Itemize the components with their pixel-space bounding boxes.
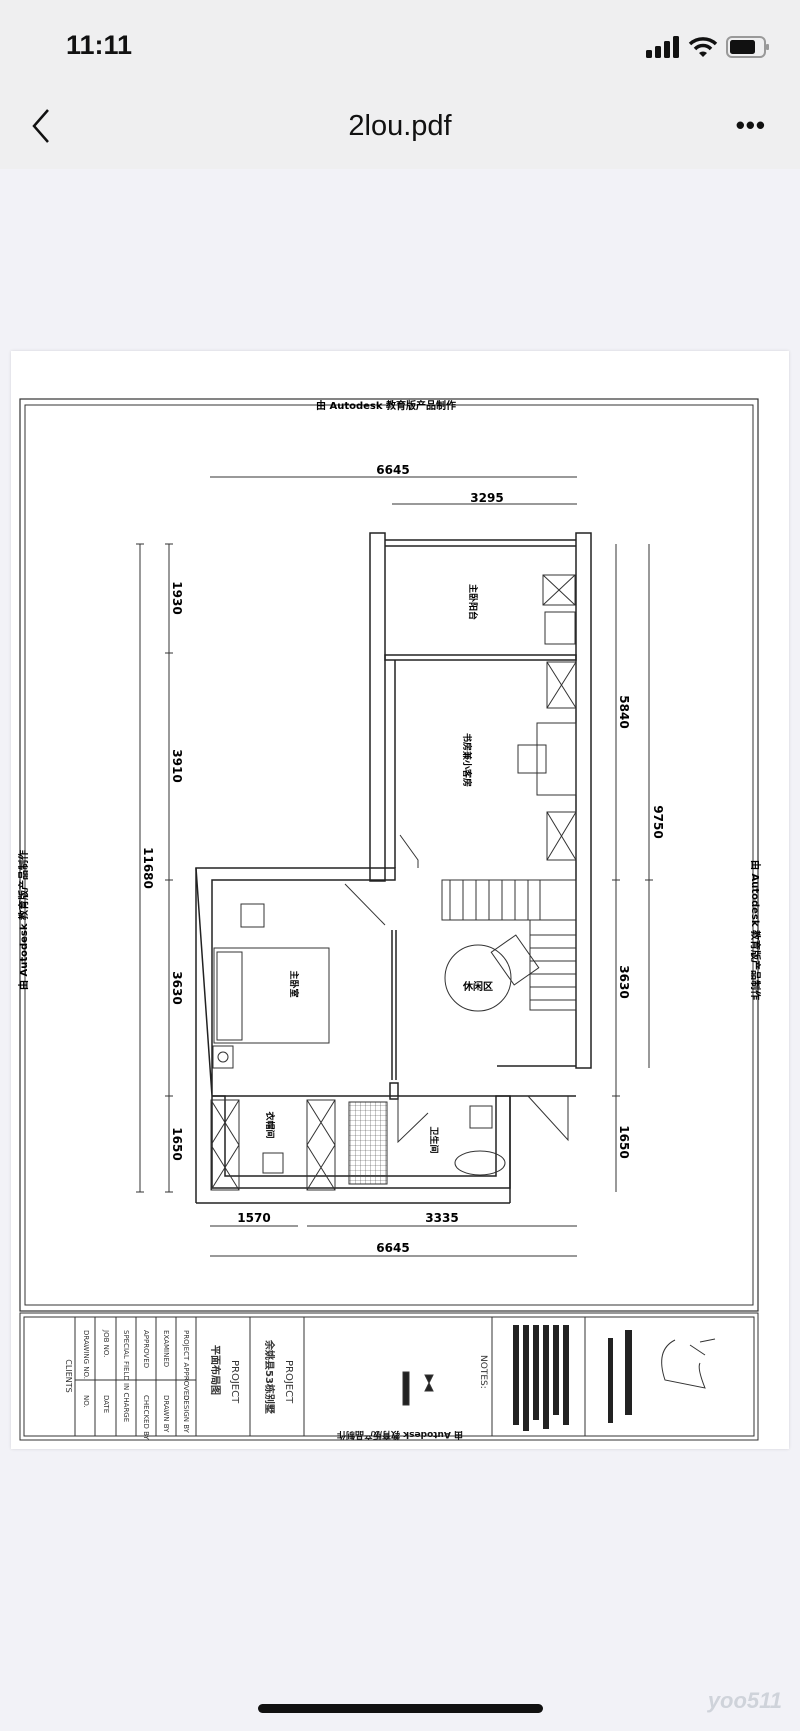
document-title: 2lou.pdf — [348, 110, 452, 142]
tb-drawing-no: DRAWING NO. — [82, 1330, 90, 1379]
status-time: 11:11 — [66, 30, 133, 60]
home-indicator[interactable] — [258, 1704, 543, 1713]
more-options-button[interactable]: ••• — [735, 110, 766, 140]
dim-right-1: 5840 — [617, 695, 631, 728]
tb-job-no: JOB NO. — [102, 1329, 110, 1357]
watermark-bottom: 由 Autodesk 教育版产品制作 — [337, 1429, 463, 1441]
tb-project1-name: 平面布局图 — [209, 1345, 222, 1395]
room-label-study: 书房兼小客房 — [461, 733, 473, 787]
tb-drawn: DRAWN BY — [162, 1395, 170, 1433]
drawing-frame-outer — [19, 398, 759, 1312]
dim-left-total: 11680 — [141, 847, 155, 889]
battery-icon — [726, 36, 769, 58]
tb-design: DESIGN BY — [182, 1395, 190, 1434]
pdf-page[interactable]: 由 Autodesk 教育版产品制作 由 Autodesk 教育版产品制作 由 … — [11, 351, 789, 1449]
dim-left-1: 1930 — [170, 581, 184, 614]
dim-right-total: 9750 — [651, 805, 665, 838]
dim-left-4: 1650 — [170, 1127, 184, 1160]
site-watermark: yoo511 — [707, 1688, 782, 1713]
tb-approved: APPROVED — [142, 1330, 150, 1368]
room-label-bathroom: 卫生间 — [428, 1126, 440, 1153]
status-icons — [646, 36, 770, 58]
tb-special: SPECIAL FIELD IN CHARGE — [122, 1330, 130, 1422]
dim-bottom-total: 6645 — [376, 1241, 409, 1255]
dim-bottom-1: 1570 — [237, 1211, 270, 1225]
watermark-left: 由 Autodesk 教育版产品制作 — [17, 850, 30, 990]
dim-right-2: 3630 — [617, 965, 631, 998]
tb-checked: CHECKED BY — [142, 1395, 150, 1441]
tb-project2-name: 余姚县53栋别墅 — [263, 1339, 276, 1414]
floor-plan-drawing: 由 Autodesk 教育版产品制作 由 Autodesk 教育版产品制作 由 … — [17, 398, 762, 1441]
walls — [195, 532, 592, 1204]
company-logo — [661, 1338, 716, 1389]
tb-project1: PROJECT — [229, 1360, 240, 1404]
tb-notes: NOTES: — [478, 1355, 488, 1389]
watermark-right: 由 Autodesk 教育版产品制作 — [749, 860, 762, 1000]
dim-left-2: 3910 — [170, 749, 184, 782]
dim-left-3: 3630 — [170, 971, 184, 1004]
room-label-master-bedroom: 主卧室 — [288, 970, 300, 997]
dim-bottom-2: 3335 — [425, 1211, 458, 1225]
back-button[interactable] — [28, 106, 58, 146]
wifi-icon — [688, 37, 718, 57]
tb-date: DATE — [102, 1395, 110, 1413]
signal-icon — [646, 36, 679, 58]
room-label-master-balcony: 主卧阳台 — [467, 584, 479, 620]
tb-project2: PROJECT — [283, 1360, 294, 1404]
room-label-leisure: 休闲区 — [462, 980, 493, 993]
dim-top-partial: 3295 — [470, 491, 503, 505]
dim-right-3: 1650 — [617, 1125, 631, 1158]
notes-text-block — [513, 1325, 632, 1431]
watermark-top: 由 Autodesk 教育版产品制作 — [316, 399, 456, 412]
tb-examined: EXAMINED — [162, 1330, 170, 1367]
dim-top-total: 6645 — [376, 463, 409, 477]
chevron-left-icon — [32, 109, 49, 143]
tb-project-approved: PROJECT APPROVED — [182, 1330, 190, 1401]
room-label-cloakroom: 衣帽间 — [264, 1111, 276, 1138]
title-block — [19, 1312, 759, 1441]
drawing-frame-inner — [24, 404, 754, 1306]
top-bar: 11:11 2lou.pdf ••• — [0, 0, 800, 169]
tb-no: NO. — [82, 1395, 90, 1408]
tb-clients: CLIENTS — [64, 1359, 73, 1392]
